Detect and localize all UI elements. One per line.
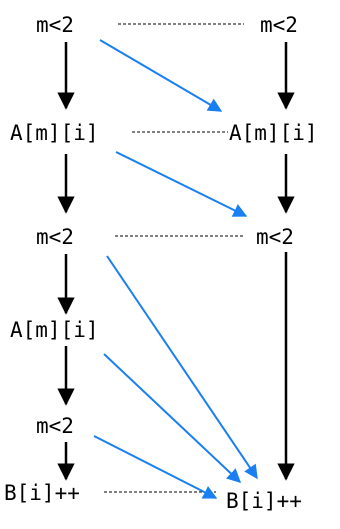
right-node-3: m<2 — [256, 225, 294, 249]
dependency-arrow-4 — [103, 353, 242, 483]
right-node-4: B[i]++ — [226, 489, 302, 513]
correspondence-lines — [104, 23, 244, 493]
left-node-5: m<2 — [36, 414, 74, 438]
left-node-3: m<2 — [36, 225, 74, 249]
right-column-nodes: m<2 A[m][i] m<2 B[i]++ — [226, 13, 318, 513]
left-column-nodes: m<2 A[m][i] m<2 A[m][i] m<2 B[i]++ — [4, 13, 99, 505]
dependency-arrows — [93, 39, 258, 499]
dependency-arrow-5 — [93, 435, 218, 499]
left-node-2: A[m][i] — [10, 121, 99, 145]
left-node-6: B[i]++ — [4, 481, 80, 505]
dependency-arrow-1 — [99, 39, 223, 112]
right-node-2: A[m][i] — [229, 121, 318, 145]
left-node-4: A[m][i] — [10, 318, 99, 342]
dependency-arrow-2 — [115, 151, 248, 217]
right-node-1: m<2 — [260, 13, 298, 37]
dependency-arrow-3 — [106, 255, 258, 480]
left-node-1: m<2 — [36, 13, 74, 37]
